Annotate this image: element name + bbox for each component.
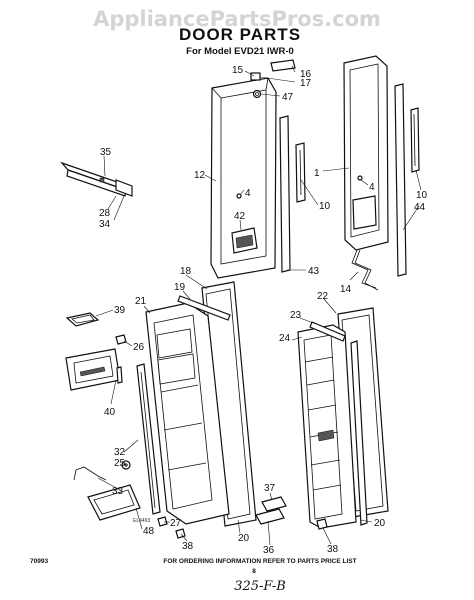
callout-32: 32 [114, 447, 126, 458]
callout-19: 19 [174, 282, 186, 293]
page-number: 8 [252, 568, 256, 575]
dispenser-assembly [231, 193, 258, 254]
callout-39: 39 [114, 305, 126, 316]
callout-38-right: 38 [327, 544, 339, 555]
freezer-door-outer-panel [210, 77, 277, 279]
freezer-liner-shelf-strip [136, 363, 161, 515]
callout-4-left: 4 [245, 188, 251, 199]
door-shelf-trim [177, 295, 231, 321]
callout-10-right: 10 [416, 190, 428, 201]
callout-4-right: 4 [369, 182, 375, 193]
callout-10-left: 10 [319, 201, 331, 212]
callout-25: 25 [114, 458, 126, 469]
freezer-handle-assembly [60, 161, 133, 197]
small-part-code: EL4493 [133, 518, 150, 524]
callout-48: 48 [143, 526, 155, 537]
freezer-door-strip [279, 115, 306, 273]
watermark-text: AppliancePartsPros.com [93, 7, 381, 31]
callout-34: 34 [99, 219, 111, 230]
callout-16: 16 [300, 69, 312, 80]
callout-38-left: 38 [182, 541, 194, 552]
fresh-food-door-outer-panel [343, 55, 389, 251]
callout-23: 23 [290, 310, 302, 321]
callout-28: 28 [99, 208, 111, 219]
callout-20-right: 20 [374, 518, 386, 529]
handwritten-note: 325-F-B [234, 579, 286, 594]
fresh-food-door-trim [309, 321, 368, 526]
callout-27: 27 [170, 518, 182, 529]
small-freezer-parts [65, 312, 186, 539]
wiring-harness [351, 249, 379, 291]
callout-labels: 15 16 17 47 12 1 4 4 10 10 44 42 43 14 3… [99, 65, 428, 556]
callout-20-left: 20 [238, 533, 250, 544]
callout-17: 17 [300, 78, 312, 89]
lower-bracket-parts [255, 496, 328, 530]
callout-44: 44 [414, 202, 426, 213]
callout-35: 35 [100, 147, 112, 158]
callout-33: 33 [112, 486, 124, 497]
callout-21: 21 [135, 296, 147, 307]
callout-47: 47 [282, 92, 294, 103]
callout-18: 18 [180, 266, 192, 277]
callout-43: 43 [308, 266, 320, 277]
callout-22: 22 [317, 291, 329, 302]
model-subtitle: For Model EVD21 IWR-0 [186, 46, 294, 57]
fresh-food-door-strip [394, 83, 420, 277]
callout-42: 42 [234, 211, 246, 222]
callout-40: 40 [104, 407, 116, 418]
callout-36: 36 [263, 545, 275, 556]
callout-1: 1 [314, 168, 320, 179]
fresh-food-door-liner [297, 324, 357, 529]
dispenser-cover-parts [250, 59, 296, 99]
page-title: DOOR PARTS [179, 25, 301, 44]
callout-37: 37 [264, 483, 276, 494]
callout-15: 15 [232, 65, 244, 76]
figure-code: 70993 [30, 558, 48, 565]
callout-14: 14 [340, 284, 352, 295]
callout-12: 12 [194, 170, 206, 181]
callout-26: 26 [133, 342, 145, 353]
callout-24: 24 [279, 333, 291, 344]
ordering-footer: FOR ORDERING INFORMATION REFER TO PARTS … [163, 558, 356, 565]
leader-lines [95, 65, 422, 546]
